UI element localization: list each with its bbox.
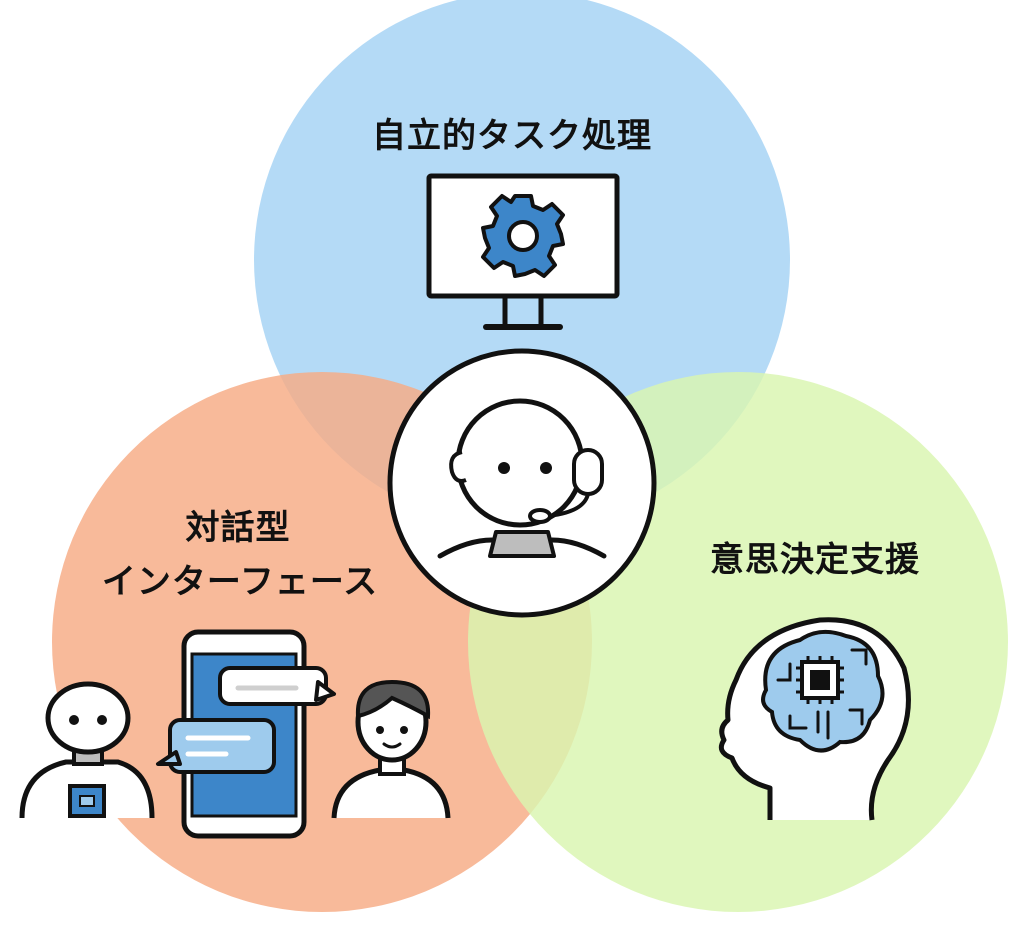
chip-icon (796, 656, 844, 704)
head-brain-chip-icon (718, 617, 911, 821)
operator-headset-icon (437, 398, 607, 559)
label-interactive-line-1: 対話型 (185, 508, 291, 548)
robot-icon (19, 681, 155, 819)
center-node (387, 348, 657, 618)
label-interactive-line-2: インターフェース (101, 562, 379, 602)
label-decision-support: 意思決定支援 (710, 540, 920, 580)
chat-bubble-icon (218, 666, 336, 706)
robot-phone-chat-person-icon (19, 629, 451, 839)
chat-bubble-icon (156, 718, 276, 774)
monitor-gear-icon (426, 173, 620, 330)
label-autonomous-task-processing: 自立的タスク処理 (372, 116, 652, 156)
gear-icon (481, 194, 565, 278)
person-icon (331, 679, 451, 819)
